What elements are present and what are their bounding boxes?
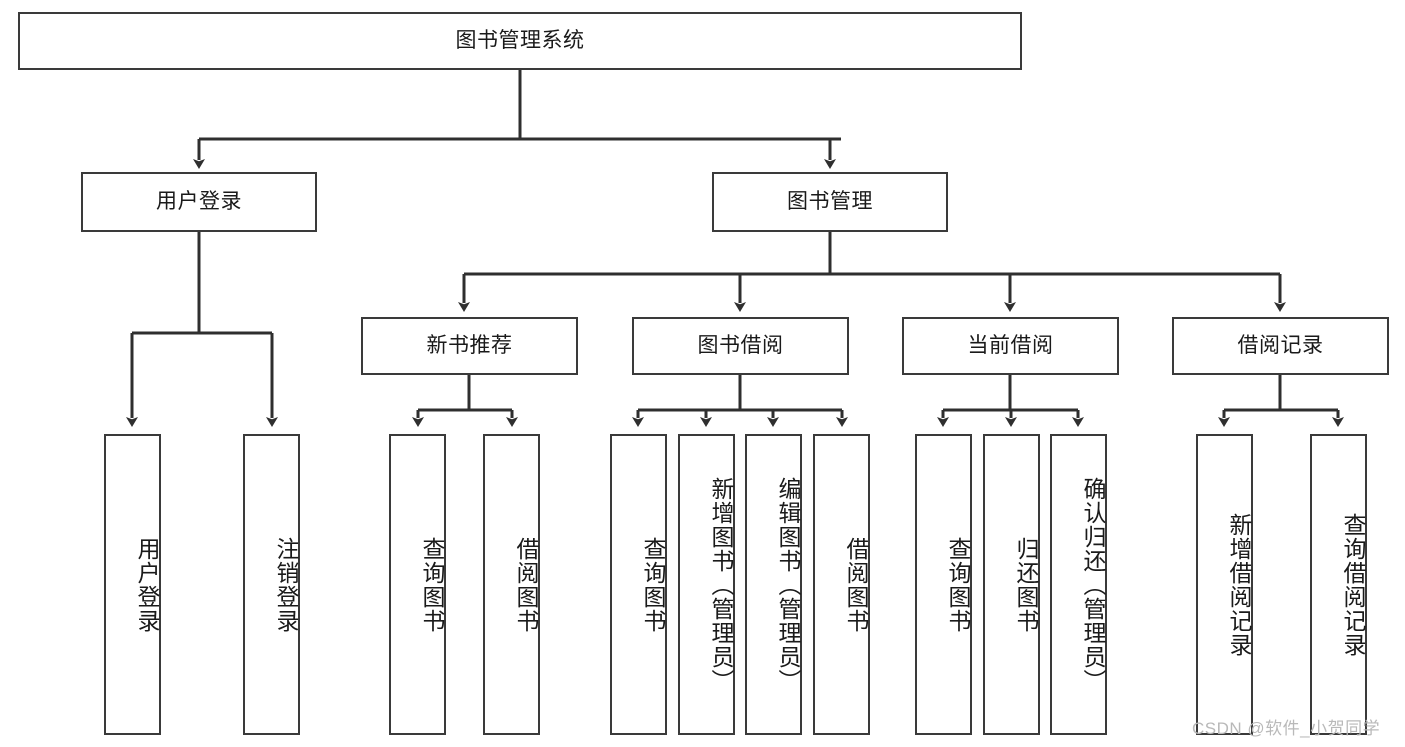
node-leaf-borrow-book-1[interactable]: 借阅图书 — [483, 434, 540, 735]
node-leaf-borrow-book-2-label: 借阅图书 — [843, 536, 869, 633]
node-leaf-query-book-3[interactable]: 查询图书 — [915, 434, 972, 735]
node-leaf-user-logout[interactable]: 注销登录 — [243, 434, 300, 735]
node-book-borrow[interactable]: 图书借阅 — [632, 317, 849, 375]
node-leaf-user-login[interactable]: 用户登录 — [104, 434, 161, 735]
node-new-book-rec-label: 新书推荐 — [426, 334, 513, 358]
node-leaf-query-book-2-label: 查询图书 — [640, 536, 666, 633]
node-leaf-borrow-book-1-label: 借阅图书 — [513, 536, 539, 633]
node-book-borrow-label: 图书借阅 — [697, 334, 784, 358]
csdn-watermark: CSDN @软件_小贺同学 — [1192, 719, 1381, 738]
node-leaf-query-book-1[interactable]: 查询图书 — [389, 434, 446, 735]
node-leaf-user-logout-label: 注销登录 — [273, 536, 299, 633]
node-leaf-edit-book-label: 编辑图书（管理员） — [775, 476, 801, 693]
node-borrow-record[interactable]: 借阅记录 — [1172, 317, 1389, 375]
node-leaf-query-book-3-label: 查询图书 — [945, 536, 971, 633]
node-user-login[interactable]: 用户登录 — [81, 172, 317, 232]
node-leaf-query-book-1-label: 查询图书 — [419, 536, 445, 633]
node-leaf-confirm-return[interactable]: 确认归还（管理员） — [1050, 434, 1107, 735]
node-leaf-query-record[interactable]: 查询借阅记录 — [1310, 434, 1367, 735]
node-book-manage-label: 图书管理 — [787, 190, 873, 214]
node-leaf-edit-book[interactable]: 编辑图书（管理员） — [745, 434, 802, 735]
node-leaf-return-book[interactable]: 归还图书 — [983, 434, 1040, 735]
node-root[interactable]: 图书管理系统 — [18, 12, 1022, 70]
node-leaf-borrow-book-2[interactable]: 借阅图书 — [813, 434, 870, 735]
node-leaf-add-record-label: 新增借阅记录 — [1226, 512, 1252, 657]
node-book-manage[interactable]: 图书管理 — [712, 172, 948, 232]
node-borrow-record-label: 借阅记录 — [1237, 334, 1324, 358]
node-leaf-add-book-label: 新增图书（管理员） — [708, 476, 734, 693]
node-leaf-query-book-2[interactable]: 查询图书 — [610, 434, 667, 735]
node-leaf-user-login-label: 用户登录 — [134, 536, 160, 633]
node-root-label: 图书管理系统 — [455, 29, 585, 53]
node-leaf-confirm-return-label: 确认归还（管理员） — [1080, 476, 1106, 693]
node-leaf-add-record[interactable]: 新增借阅记录 — [1196, 434, 1253, 735]
node-current-borrow-label: 当前借阅 — [967, 334, 1054, 358]
node-new-book-rec[interactable]: 新书推荐 — [361, 317, 578, 375]
node-leaf-add-book[interactable]: 新增图书（管理员） — [678, 434, 735, 735]
node-leaf-return-book-label: 归还图书 — [1013, 536, 1039, 633]
node-leaf-query-record-label: 查询借阅记录 — [1340, 512, 1366, 657]
node-current-borrow[interactable]: 当前借阅 — [902, 317, 1119, 375]
node-user-login-label: 用户登录 — [156, 190, 242, 214]
